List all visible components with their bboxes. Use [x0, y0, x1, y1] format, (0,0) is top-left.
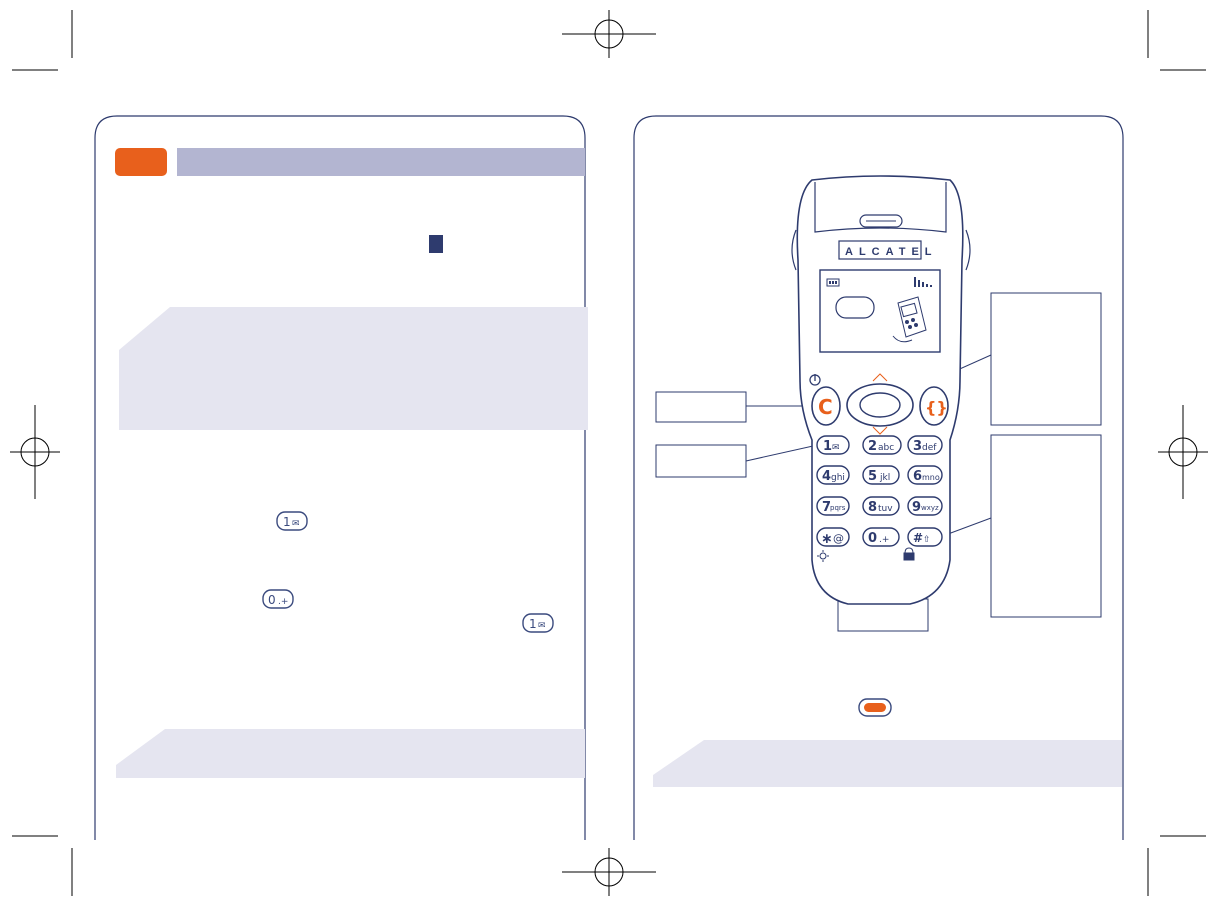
crop-marks — [12, 10, 1206, 896]
callout-box-hash-key — [990, 434, 1102, 618]
svg-text:1: 1 — [823, 439, 832, 454]
svg-text:3: 3 — [913, 439, 922, 454]
svg-text:∗: ∗ — [821, 531, 833, 547]
right-page-frame — [633, 115, 1124, 840]
inline-key-zero-label: 0 — [268, 593, 276, 607]
svg-text:ghi: ghi — [831, 473, 845, 483]
svg-text:4: 4 — [822, 469, 831, 484]
svg-text:@: @ — [833, 532, 844, 545]
svg-text:6: 6 — [913, 469, 922, 484]
svg-text:⇧: ⇧ — [923, 535, 931, 545]
inline-orange-key-fill — [864, 703, 886, 712]
menu-key: {} — [919, 386, 949, 426]
inline-key-one-second: 1 ✉ — [522, 613, 554, 633]
envelope-icon: ✉ — [832, 443, 840, 453]
svg-text:wxyz: wxyz — [921, 504, 939, 512]
svg-text:def: def — [922, 443, 937, 453]
svg-text:mno: mno — [922, 473, 940, 482]
chapter-tab — [115, 148, 167, 176]
svg-text:.+: .+ — [879, 535, 889, 545]
svg-text:5: 5 — [868, 469, 877, 484]
svg-text:8: 8 — [868, 500, 877, 515]
brand-plate — [838, 240, 922, 260]
note-band-bottom-right — [653, 740, 1122, 787]
phone-illustration: ALCATEL — [791, 175, 971, 605]
left-page-frame — [94, 115, 586, 840]
clear-key-label: C — [818, 395, 833, 419]
svg-text:9: 9 — [912, 500, 921, 515]
inline-key-one-second-label: 1 — [529, 617, 537, 631]
power-icon — [809, 374, 821, 386]
svg-text:7: 7 — [822, 500, 831, 515]
navigator-inner — [859, 392, 901, 418]
key-9: 9 wxyz — [907, 496, 943, 516]
clear-key: C — [811, 386, 841, 426]
mini-phone-graphic — [892, 296, 927, 343]
inline-key-zero: 0 .+ — [262, 589, 294, 609]
key-3: 3 def — [907, 435, 943, 455]
key-6: 6 mno — [907, 465, 943, 485]
key-4: 4 ghi — [816, 465, 850, 485]
key-1: 1 ✉ — [816, 435, 850, 455]
registration-mark-left — [10, 405, 60, 499]
nav-up-arrow — [872, 373, 888, 382]
svg-text:tuv: tuv — [878, 504, 893, 514]
envelope-icon: ✉ — [538, 621, 546, 631]
paragraph-marker — [429, 235, 443, 253]
key-0: 0 .+ — [862, 527, 900, 547]
callout-box-clear-key — [655, 391, 747, 423]
key-star: ∗ @ — [816, 527, 850, 547]
inline-key-one: 1 ✉ — [276, 511, 308, 531]
callout-box-key-one — [655, 444, 747, 478]
inline-key-one-label: 1 — [283, 515, 291, 529]
signal-icon — [914, 277, 932, 287]
brand-logo: ALCATEL — [845, 246, 938, 258]
sun-icon — [817, 550, 829, 562]
svg-text:0: 0 — [868, 531, 877, 546]
key-2: 2 abc — [862, 435, 902, 455]
key-5: 5 jkl — [862, 465, 900, 485]
key-7: 7 pqrs — [816, 496, 850, 516]
svg-text:jkl: jkl — [879, 473, 890, 483]
menu-key-label: {} — [925, 398, 948, 417]
inline-key-zero-sub: .+ — [278, 597, 288, 607]
svg-text:2: 2 — [868, 439, 877, 454]
key-hash: # ⇧ — [907, 527, 943, 547]
registration-mark-bottom — [562, 848, 656, 896]
key-8: 8 tuv — [862, 496, 900, 516]
lock-icon — [903, 547, 915, 561]
nav-down-arrow — [872, 426, 888, 435]
note-band-top — [119, 307, 588, 430]
svg-text:pqrs: pqrs — [830, 504, 846, 512]
svg-text:#: # — [913, 531, 923, 545]
svg-text:abc: abc — [878, 443, 894, 453]
chapter-header-bar — [177, 148, 585, 176]
battery-icon — [826, 278, 840, 287]
registration-mark-right — [1158, 405, 1208, 499]
screen-softkey — [835, 296, 875, 319]
callout-box-navigator — [990, 292, 1102, 426]
envelope-icon: ✉ — [292, 519, 300, 529]
registration-mark-top — [562, 10, 656, 58]
note-band-bottom-left — [116, 729, 585, 778]
